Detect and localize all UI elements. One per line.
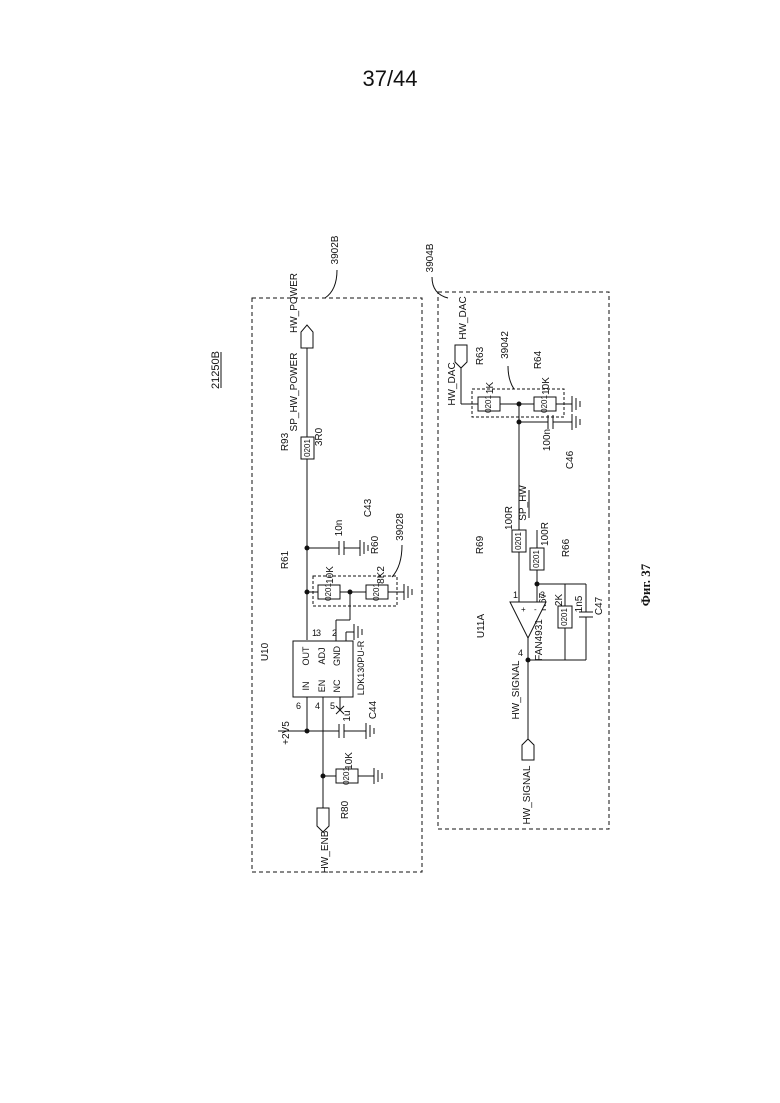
svg-text:3: 3 [540, 590, 545, 600]
figure-ref: 21250B [210, 351, 222, 389]
svg-text:+: + [521, 605, 526, 614]
ground-r60 [404, 584, 412, 600]
svg-text:6: 6 [296, 701, 301, 711]
ground-c46 [572, 414, 580, 430]
u11a-ref: U11A [476, 614, 487, 639]
c44-value: 1u [342, 710, 353, 721]
svg-text:GND: GND [332, 646, 342, 667]
r61-value: 10K [325, 566, 336, 584]
resistor-r80: 0201 R80 10K [336, 752, 358, 819]
svg-text:0201: 0201 [560, 608, 569, 626]
hw-enb-label: HW_ENB [320, 830, 331, 873]
r64-value: 10K [541, 377, 552, 395]
resistor-r60: 0201 R60 8K2 [366, 535, 388, 601]
r67-value: 2K [554, 594, 565, 607]
c43-value: 10n [334, 520, 345, 537]
svg-text:1: 1 [513, 590, 518, 600]
opamp-u11a: + - U11A FAN4931 1 3 4 [476, 590, 546, 661]
r64-ref: R64 [533, 350, 544, 369]
block-3904b-label: 3904B [425, 243, 436, 272]
group-39028-label: 39028 [395, 513, 406, 541]
svg-text:0201: 0201 [484, 395, 493, 413]
c43-ref: C43 [363, 498, 374, 517]
ground-c43 [360, 540, 368, 556]
ground-c44 [366, 723, 374, 739]
c46-ref: C46 [565, 450, 576, 469]
svg-text:0201: 0201 [514, 532, 523, 550]
r69-value: 100R [504, 506, 515, 530]
ground-r64 [572, 396, 580, 412]
r66-value: 100R [540, 522, 551, 546]
u11a-part: FAN4931 [534, 619, 545, 661]
resistor-r66: 0201 R66 100R [530, 522, 572, 570]
supply-label: +2V5 [281, 721, 292, 745]
ground-r80 [374, 768, 382, 784]
hw-dac-label-inner: HW_DAC [447, 362, 458, 405]
hw-dac-port: HW_DAC HW_DAC [447, 296, 469, 405]
r63-ref: R63 [475, 346, 486, 365]
c44-ref: C44 [368, 700, 379, 719]
r93-value: 3R0 [314, 427, 325, 446]
svg-text:4: 4 [315, 701, 320, 711]
svg-text:2: 2 [332, 628, 337, 638]
c47-value: 1n5 [574, 595, 585, 612]
svg-text:0201: 0201 [540, 395, 549, 413]
svg-text:5: 5 [330, 701, 335, 711]
sp-hw-label: SP_HW [518, 485, 529, 521]
hw-power-port: HW_POWER [289, 273, 313, 348]
group-39042-label: 39042 [500, 331, 511, 359]
hw-signal-label-inner: HW_SIGNAL [511, 660, 522, 719]
svg-text:EN: EN [317, 680, 327, 693]
svg-text:4: 4 [518, 648, 523, 658]
resistor-r63: 0201 R63 1K [475, 346, 500, 413]
sp-hw-power-label: SP_HW_POWER [289, 353, 300, 432]
r63-value: 1K [485, 382, 496, 395]
svg-text:IN: IN [301, 682, 311, 691]
svg-text:NC: NC [332, 679, 342, 692]
resistor-r93: 0201 R93 3R0 [280, 427, 325, 459]
block-3902b-leader [325, 270, 337, 298]
block-3902b-label: 3902B [330, 235, 341, 264]
hw-signal-port: HW_SIGNAL [522, 739, 534, 824]
resistor-r64: 0201 R64 10K [533, 350, 556, 413]
svg-text:3: 3 [316, 628, 321, 638]
hw-dac-label-outer: HW_DAC [458, 296, 469, 339]
hw-power-label: HW_POWER [289, 273, 300, 333]
ic-u10: U10 LDK130PU-R IN EN NC OUT ADJ GND 6 4 … [260, 628, 366, 711]
figure-ref-label: 21250B [210, 351, 222, 389]
svg-text:0201: 0201 [324, 583, 333, 601]
r93-pkg: 0201 [303, 439, 312, 457]
svg-text:0201: 0201 [532, 550, 541, 568]
ground-u10 [354, 624, 362, 640]
svg-text:ADJ: ADJ [317, 647, 327, 664]
c47-ref: C47 [594, 596, 605, 615]
u10-ref: U10 [260, 642, 271, 661]
r93-ref: R93 [280, 432, 291, 451]
r60-ref: R60 [370, 535, 381, 554]
c46-value: 100n [542, 429, 553, 451]
r80-ref: R80 [340, 800, 351, 819]
svg-text:OUT: OUT [301, 646, 311, 666]
r66-ref: R66 [561, 538, 572, 557]
r61-ref: R61 [280, 550, 291, 569]
u10-part: LDK130PU-R [356, 640, 366, 695]
svg-text:0201: 0201 [372, 583, 381, 601]
r80-value: 10K [344, 752, 355, 770]
hw-signal-label-outer: HW_SIGNAL [522, 765, 533, 824]
r60-value: 8K2 [376, 566, 387, 584]
svg-text:-: - [534, 605, 537, 614]
hw-enb-port: HW_ENB [317, 808, 331, 873]
r69-ref: R69 [475, 535, 486, 554]
